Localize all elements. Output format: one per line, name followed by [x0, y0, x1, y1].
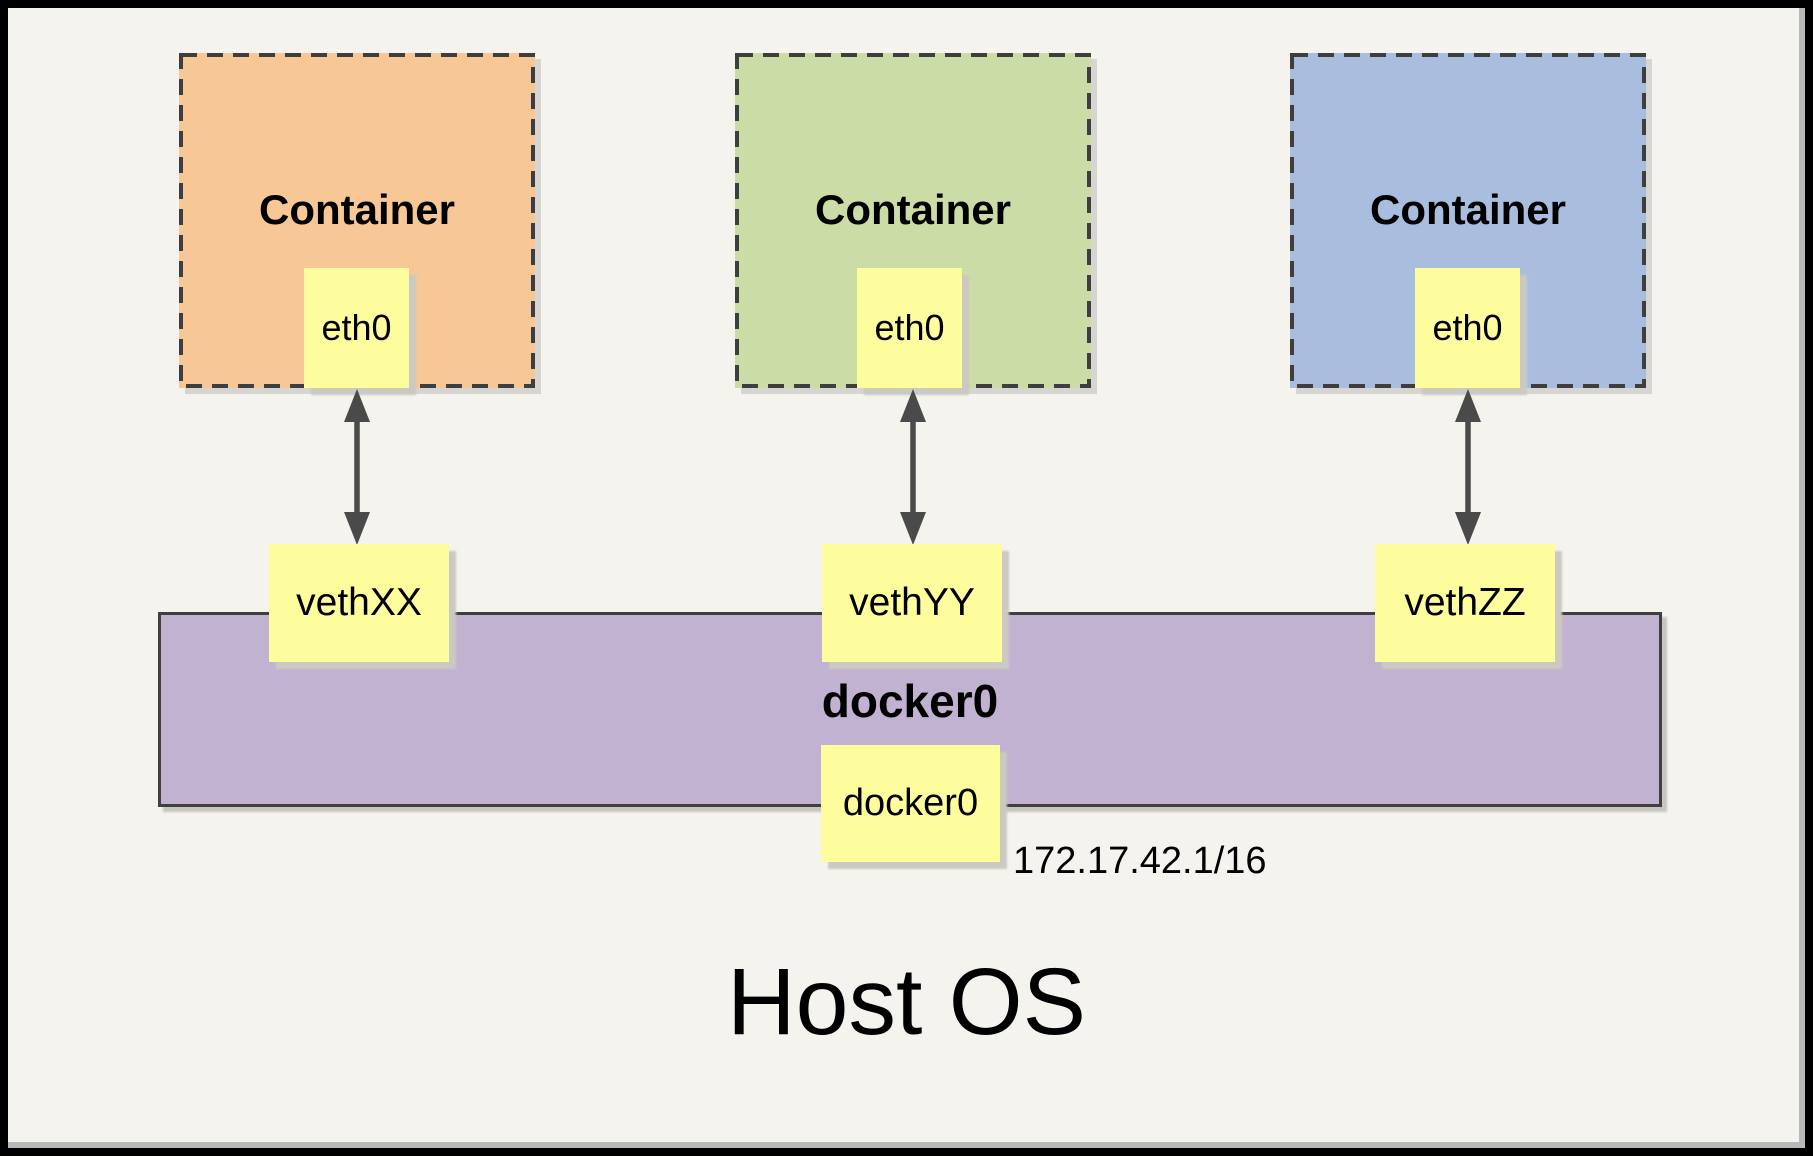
eth0-label: eth0 [321, 307, 392, 348]
veth-connection-arrow-2 [900, 389, 926, 545]
eth0-label: eth0 [874, 307, 945, 348]
vethzz-label: vethZZ [1404, 581, 1526, 624]
docker0-ip-address: 172.17.42.1/16 [1013, 840, 1267, 882]
vethzz-box: vethZZ [1375, 544, 1555, 662]
eth0-box-3: eth0 [1415, 268, 1520, 388]
container-box-3: Container [1290, 53, 1646, 388]
eth0-box-1: eth0 [304, 268, 409, 388]
container-label: Container [258, 186, 455, 233]
veth-connection-arrow-1 [344, 389, 370, 545]
eth0-label: eth0 [1432, 307, 1503, 348]
vethxx-label: vethXX [296, 581, 422, 624]
docker0-interface-box: docker0 [821, 745, 1000, 862]
vethxx-box: vethXX [269, 544, 449, 662]
vethyy-box: vethYY [822, 544, 1002, 662]
vethyy-label: vethYY [849, 581, 975, 624]
veth-connection-arrow-3 [1455, 389, 1481, 545]
host-os-label: Host OS [727, 949, 1086, 1055]
docker0-bridge-label: docker0 [821, 675, 999, 727]
container-label: Container [1369, 186, 1566, 233]
eth0-box-2: eth0 [857, 268, 962, 388]
docker0-interface-label: docker0 [842, 782, 979, 824]
container-label: Container [814, 186, 1011, 233]
